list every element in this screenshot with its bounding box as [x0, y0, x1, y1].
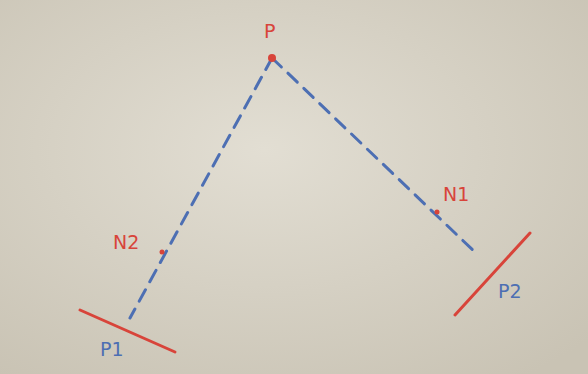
- dashed-ray: [272, 58, 478, 255]
- point-dot: [435, 210, 440, 215]
- point-label: P2: [498, 280, 522, 302]
- plane-line: [455, 233, 530, 315]
- point-label: N1: [443, 183, 469, 205]
- point-label: P1: [100, 338, 124, 360]
- point-dot: [160, 250, 165, 255]
- point-label: P: [264, 20, 275, 42]
- dashed-ray: [130, 58, 272, 318]
- point-dot: [268, 54, 276, 62]
- point-label: N2: [113, 231, 139, 253]
- plane-line: [80, 310, 175, 352]
